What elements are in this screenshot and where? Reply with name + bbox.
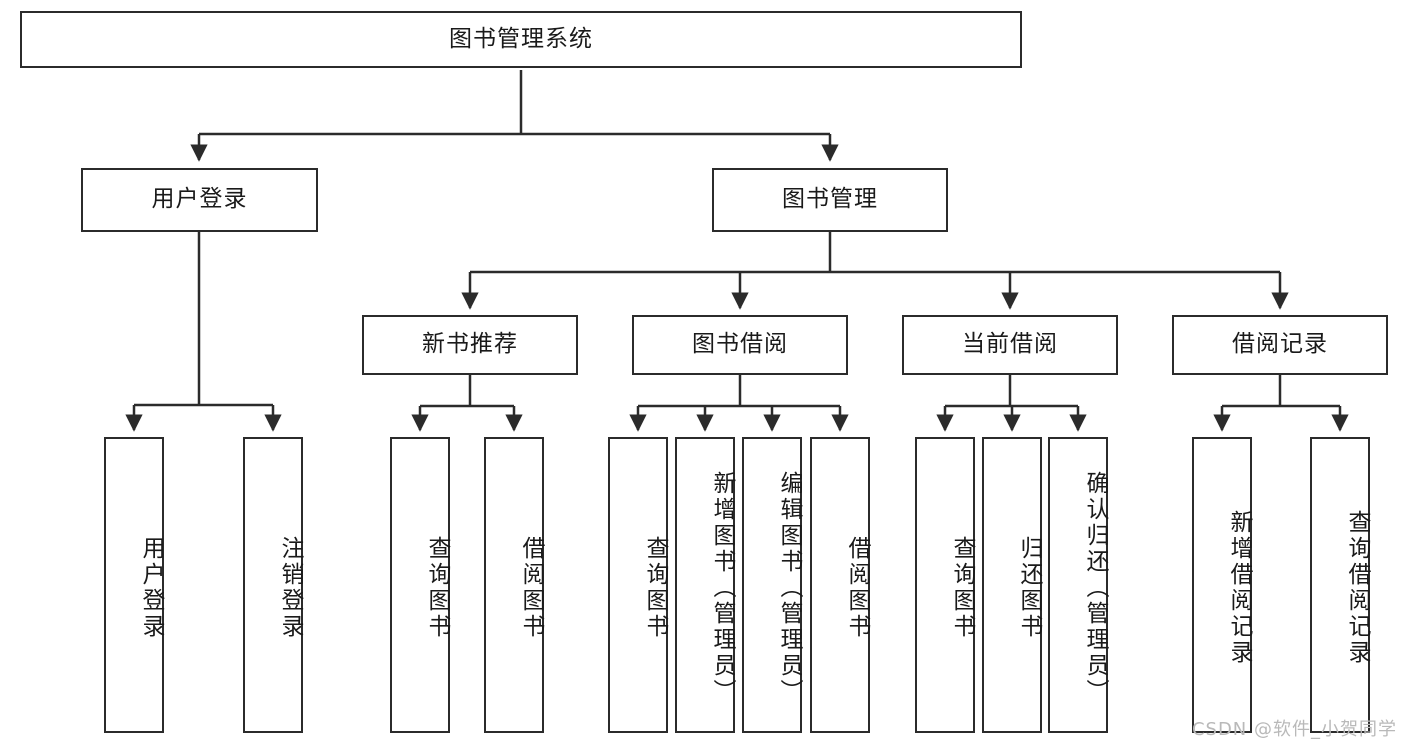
leaf-label: 确认归还（管理员） [1082, 471, 1108, 705]
node-root[interactable]: 图书管理系统 [20, 11, 1022, 68]
leaf-label: 用户登录 [138, 536, 164, 640]
leaf-book-borrow-add[interactable]: 新增图书（管理员） [675, 437, 735, 733]
leaf-label: 新增借阅记录 [1226, 510, 1252, 666]
leaf-user-login-signout[interactable]: 注销登录 [243, 437, 303, 733]
leaf-borrow-record-add[interactable]: 新增借阅记录 [1192, 437, 1252, 733]
leaf-label: 查询图书 [949, 536, 975, 640]
node-book-management-label: 图书管理 [782, 186, 878, 213]
leaf-label: 查询借阅记录 [1344, 510, 1370, 666]
leaf-current-borrow-confirm-return[interactable]: 确认归还（管理员） [1048, 437, 1108, 733]
node-book-borrow[interactable]: 图书借阅 [632, 315, 848, 375]
watermark-text: CSDN @软件_小贺同学 [1191, 719, 1397, 740]
leaf-borrow-record-query[interactable]: 查询借阅记录 [1310, 437, 1370, 733]
leaf-label: 查询图书 [642, 536, 668, 640]
leaf-new-book-borrow[interactable]: 借阅图书 [484, 437, 544, 733]
node-book-management[interactable]: 图书管理 [712, 168, 948, 232]
leaf-book-borrow-borrow[interactable]: 借阅图书 [810, 437, 870, 733]
leaf-label: 编辑图书（管理员） [776, 471, 802, 705]
leaf-label: 借阅图书 [518, 536, 544, 640]
node-current-borrow[interactable]: 当前借阅 [902, 315, 1118, 375]
leaf-label: 新增图书（管理员） [709, 471, 735, 705]
node-user-login[interactable]: 用户登录 [81, 168, 318, 232]
leaf-book-borrow-edit[interactable]: 编辑图书（管理员） [742, 437, 802, 733]
leaf-book-borrow-query[interactable]: 查询图书 [608, 437, 668, 733]
leaf-user-login-signin[interactable]: 用户登录 [104, 437, 164, 733]
leaf-label: 注销登录 [277, 536, 303, 640]
leaf-current-borrow-return[interactable]: 归还图书 [982, 437, 1042, 733]
leaf-label: 归还图书 [1016, 536, 1042, 640]
node-new-book-recommend-label: 新书推荐 [422, 331, 518, 358]
node-user-login-label: 用户登录 [151, 186, 248, 213]
leaf-label: 借阅图书 [844, 536, 870, 640]
node-borrow-record[interactable]: 借阅记录 [1172, 315, 1388, 375]
node-new-book-recommend[interactable]: 新书推荐 [362, 315, 578, 375]
node-book-borrow-label: 图书借阅 [692, 331, 788, 358]
node-root-label: 图书管理系统 [449, 25, 593, 52]
leaf-new-book-query[interactable]: 查询图书 [390, 437, 450, 733]
leaf-label: 查询图书 [424, 536, 450, 640]
node-borrow-record-label: 借阅记录 [1232, 331, 1328, 358]
node-current-borrow-label: 当前借阅 [962, 331, 1058, 358]
leaf-current-borrow-query[interactable]: 查询图书 [915, 437, 975, 733]
